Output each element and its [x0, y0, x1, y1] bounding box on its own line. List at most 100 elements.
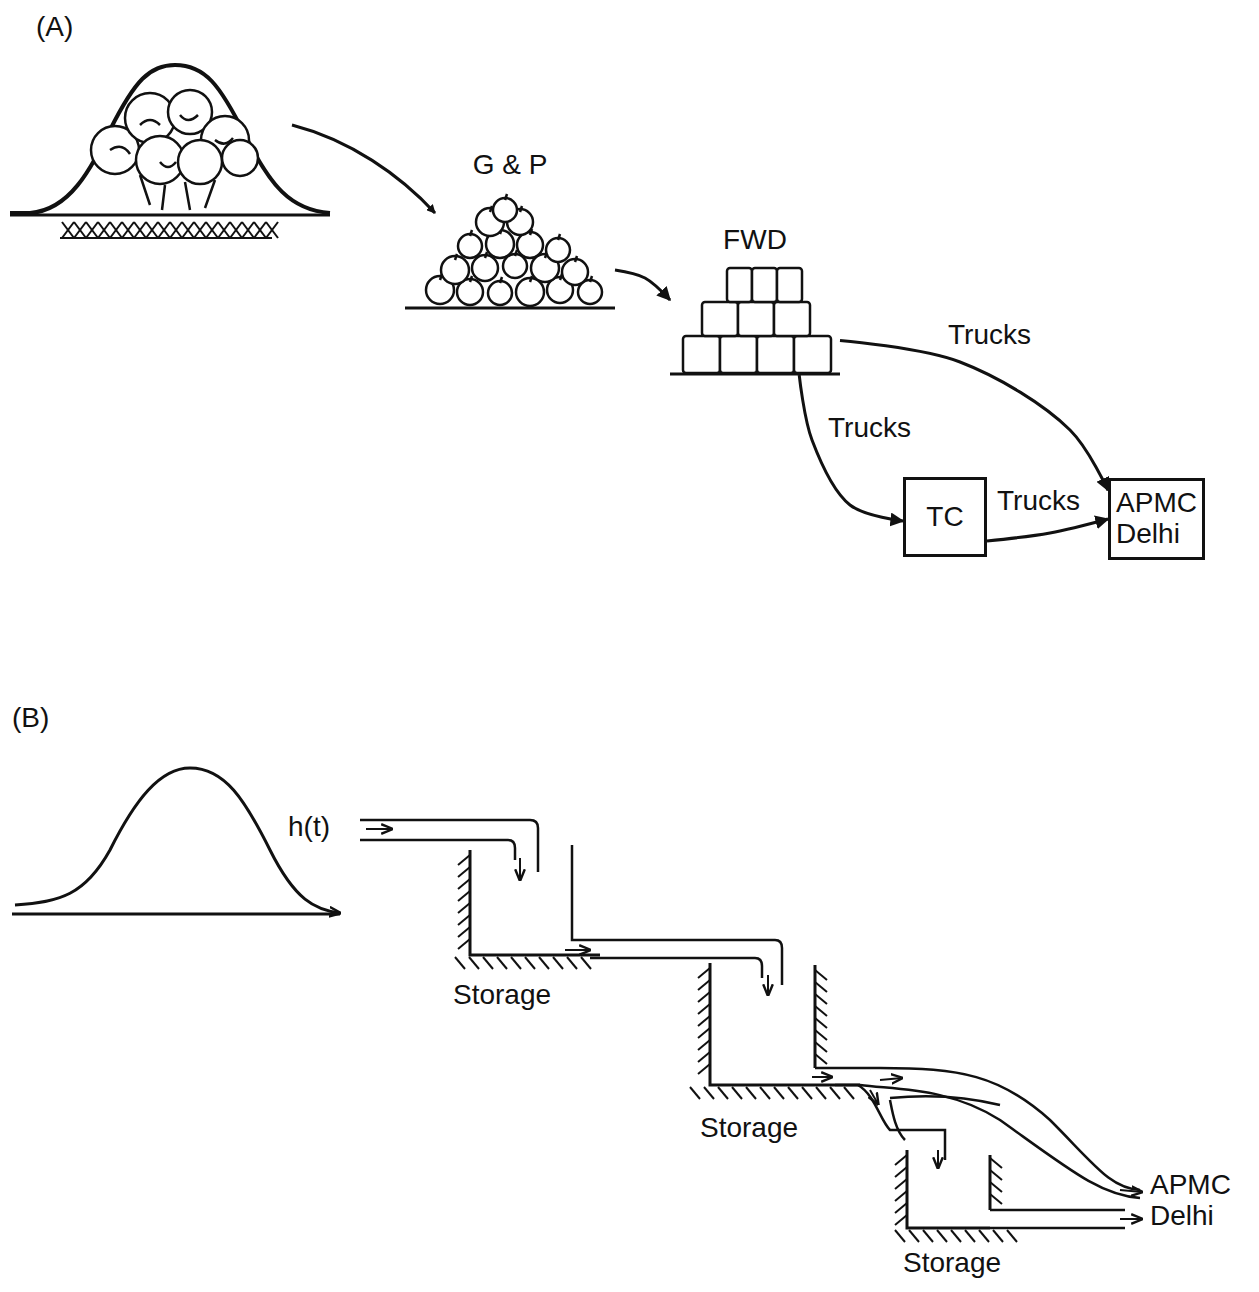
wall-hatch: [774, 1087, 784, 1099]
apple-pile: [546, 238, 570, 262]
panel-label: (B): [12, 703, 49, 734]
wall-hatch: [458, 915, 470, 925]
flow-pipe: [890, 1096, 1000, 1105]
tree-crown: [136, 136, 184, 184]
box-stack: [777, 268, 802, 302]
flow-pipe: [858, 1085, 945, 1160]
flow-arrowheads: [366, 829, 1142, 1219]
wall-hatch: [788, 1087, 798, 1099]
ground-hatch: [254, 222, 266, 238]
ground-hatch: [122, 222, 134, 238]
tree-crown: [125, 93, 175, 143]
ground-hatch: [158, 222, 170, 238]
wall-hatch: [698, 1028, 710, 1038]
wall-hatch: [458, 891, 470, 901]
apple-pile: [472, 255, 498, 281]
ground-hatch: [122, 222, 134, 238]
wall-hatch: [718, 1087, 728, 1099]
wall-hatch: [698, 980, 710, 990]
ground-hatch: [134, 222, 146, 238]
ground-hatch: [218, 222, 230, 238]
wall-hatch: [830, 1087, 840, 1099]
wall-hatch: [815, 994, 827, 1004]
flow-pipe: [360, 820, 538, 872]
wall-hatch: [844, 1087, 854, 1099]
wall-hatch: [497, 957, 507, 969]
wall-hatch: [895, 1230, 905, 1242]
wall-hatch: [979, 1230, 989, 1242]
ground-hatch: [110, 222, 122, 238]
box-stack: [738, 302, 774, 336]
storage-label: Storage: [700, 1113, 798, 1144]
wall-hatch: [990, 1194, 1002, 1204]
storage-label: Storage: [453, 980, 551, 1011]
apple-pile: [530, 276, 532, 282]
wall-hatch: [965, 1230, 975, 1242]
apple-pile: [470, 230, 472, 236]
pile-ground: [405, 307, 615, 310]
wall-hatch: [458, 855, 470, 865]
wall-hatch: [690, 1087, 700, 1099]
truck-route: [987, 519, 1108, 541]
ground-hatch: [242, 222, 254, 238]
function-label: h(t): [288, 812, 330, 843]
storage-tank: [470, 850, 600, 955]
box-stack: [683, 268, 831, 373]
wall-hatch: [455, 957, 465, 969]
flow-arrowheads: [366, 828, 392, 830]
apple-pile: [500, 277, 502, 283]
flow-arrowheads: [565, 949, 590, 951]
wall-hatch: [483, 957, 493, 969]
wall-hatch: [746, 1087, 756, 1099]
ground-hatch: [134, 222, 146, 238]
ground-hatch: [86, 222, 98, 238]
wall-hatch: [581, 957, 591, 969]
ground-hatch: [98, 222, 110, 238]
wall-hatch: [895, 1191, 907, 1201]
ground-hatch: [230, 222, 242, 238]
wall-hatch: [698, 1064, 710, 1074]
wall-hatch: [895, 1179, 907, 1189]
tree-mound: [10, 65, 330, 213]
tree-crown: [140, 175, 215, 210]
storage-tank: [814, 965, 817, 1068]
wall-hatch: [895, 1215, 907, 1225]
wall-hatch: [815, 1018, 827, 1028]
tree-mound: [10, 65, 330, 215]
stage-illustration: FWD: [670, 225, 840, 375]
flow-pipe: [572, 845, 782, 985]
apple-pile: [488, 281, 512, 305]
wall-hatch: [815, 1030, 827, 1040]
wall-hatch: [698, 1004, 710, 1014]
ground-hatch: [60, 237, 272, 239]
node-label: G & P: [473, 150, 548, 181]
flow-arrowheads: [937, 1150, 939, 1168]
ground-hatch: [206, 222, 218, 238]
box-stack: [683, 336, 720, 373]
ground-hatch: [110, 222, 122, 238]
ground-hatch: [242, 222, 254, 238]
apple-pile: [558, 234, 560, 240]
ground-hatch: [206, 222, 218, 238]
edge-label: Trucks: [995, 486, 1082, 517]
apple-pile: [515, 250, 517, 256]
ground-hatch: [146, 222, 158, 238]
wall-hatch: [455, 855, 1017, 1242]
wall-hatch: [525, 957, 535, 969]
wall-hatch: [458, 903, 470, 913]
ground-hatch: [98, 222, 110, 238]
tree-crown: [222, 140, 258, 176]
flow-pipe: [835, 1085, 1140, 1198]
ground-hatch: [266, 222, 278, 238]
box-stack: [720, 336, 757, 373]
ground-hatch: [62, 222, 74, 238]
wall-hatch: [815, 1006, 827, 1016]
wall-hatch: [815, 1054, 827, 1064]
apple-pile: [493, 198, 517, 222]
apple-pile: [458, 234, 482, 258]
box-stack: [702, 302, 738, 336]
storage-label: Storage: [903, 1248, 1001, 1279]
ground-hatch: [86, 222, 98, 238]
wall-hatch: [567, 957, 577, 969]
flow-arrowheads: [880, 1078, 902, 1080]
